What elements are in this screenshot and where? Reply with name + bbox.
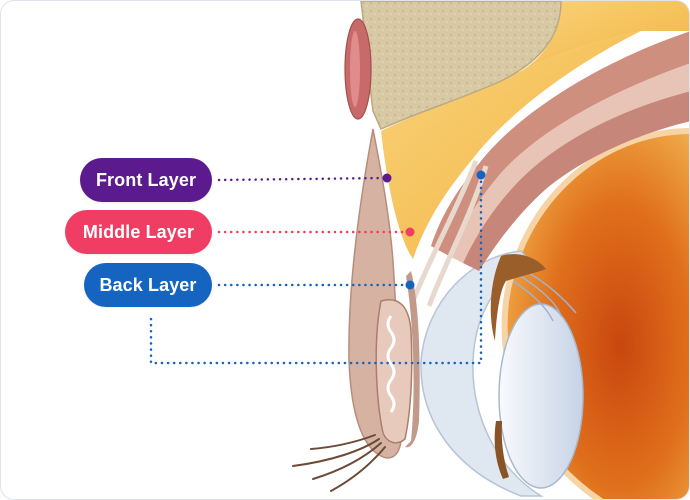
lens [498, 303, 584, 489]
levator-muscle [431, 31, 689, 271]
orbital-fat [381, 31, 641, 259]
cornea [420, 250, 544, 497]
middle-layer-label: Middle Layer [65, 210, 212, 254]
back-layer-dot [405, 280, 415, 290]
middle-layer-dot [405, 227, 415, 237]
front-layer-leader [217, 176, 389, 182]
back-layer-dot-secondary [476, 170, 486, 180]
back-layer-label: Back Layer [84, 263, 212, 307]
meibomian-gland [386, 315, 396, 413]
front-layer-dot [382, 173, 392, 183]
iris [490, 254, 546, 341]
conjunctiva [405, 271, 420, 448]
eyelashes [292, 434, 386, 492]
front-layer-label: Front Layer [80, 158, 212, 202]
orbital-septum [410, 160, 489, 307]
